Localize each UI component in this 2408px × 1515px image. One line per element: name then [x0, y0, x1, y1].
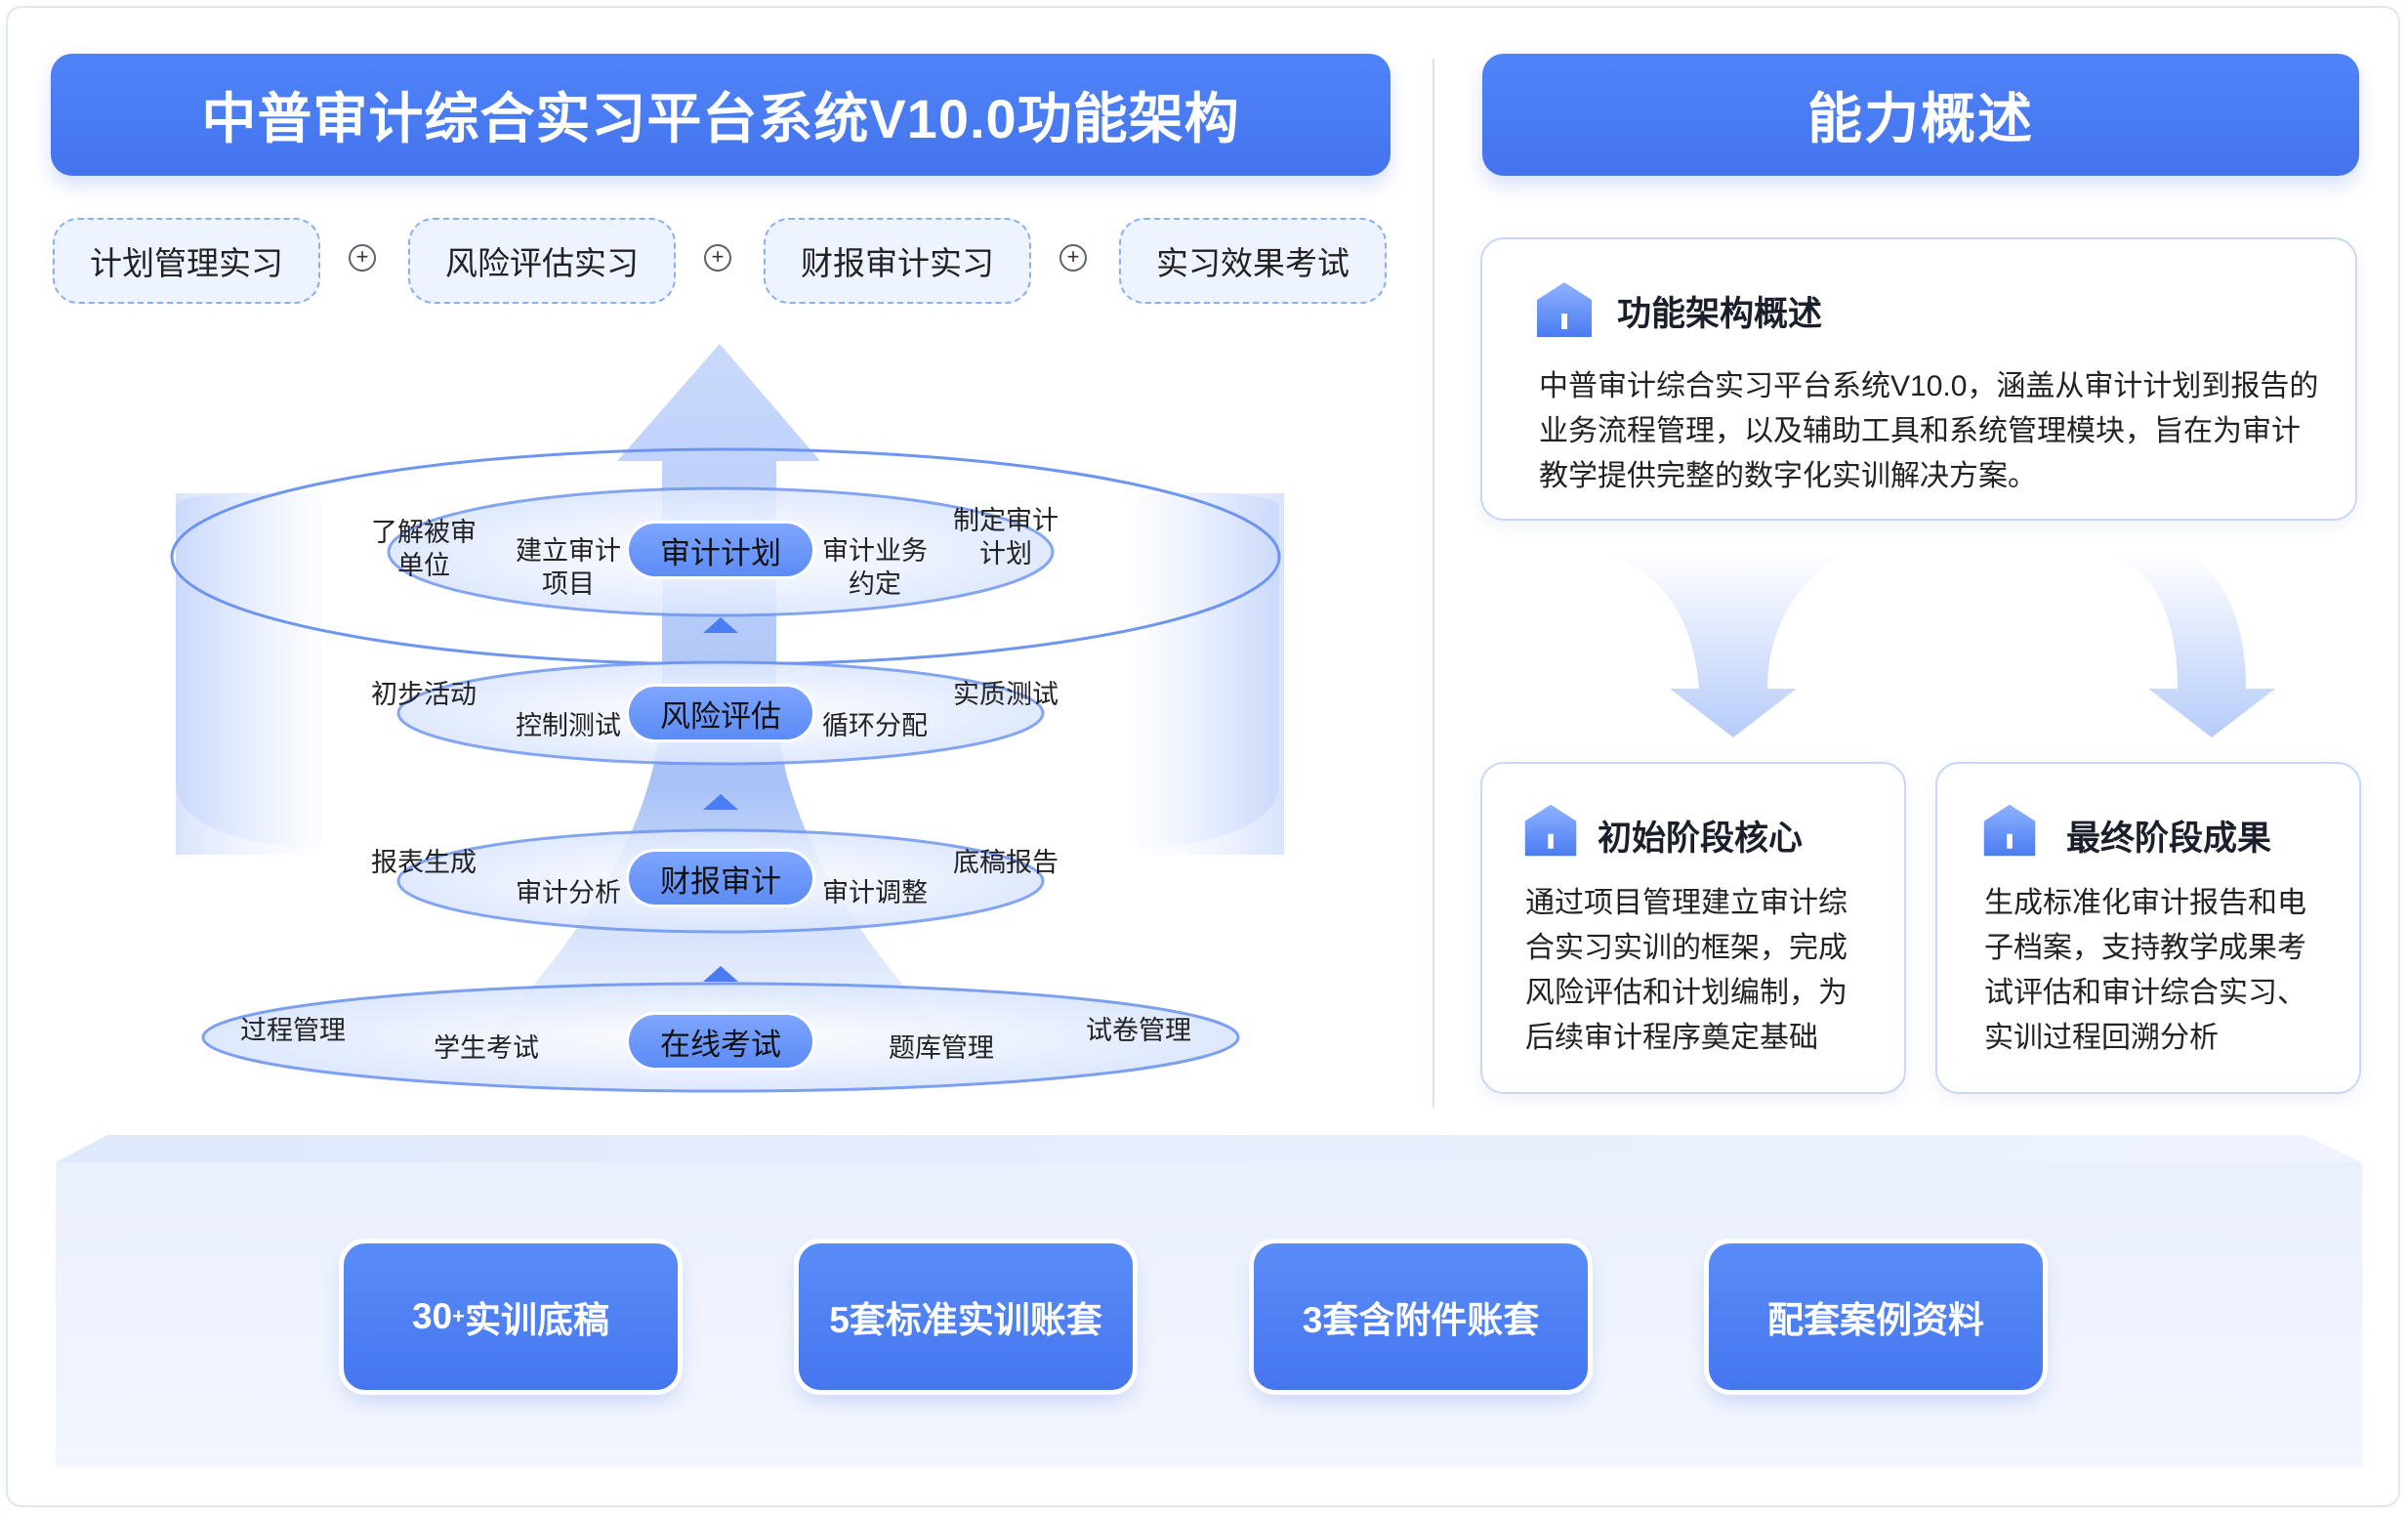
tier-center-risk: 风险评估 — [629, 687, 812, 739]
house-icon — [1537, 282, 1592, 337]
tier-label: 审计调整 — [822, 878, 928, 907]
tier-center-plan: 审计计划 — [629, 524, 812, 576]
plus-icon: + — [1059, 244, 1087, 272]
tier-label: 循环分配 — [822, 711, 928, 740]
curved-arrow-right — [2109, 552, 2275, 737]
tier-label: 审计分析 — [516, 878, 621, 907]
result-card: 最终阶段成果 生成标准化审计报告和电子档案，支持教学成果考试评估和审计综合实习、… — [1935, 762, 2361, 1094]
plus-icon: + — [349, 244, 376, 272]
feature-standard-accounts: 5套标准实训账套 — [799, 1243, 1133, 1390]
cylinder-wall-right — [1138, 493, 1284, 855]
feature-case-materials: 配套案例资料 — [1709, 1243, 2043, 1390]
tier-label: 实质测试 — [953, 680, 1059, 709]
tier-label: 试卷管理 — [1086, 1016, 1191, 1045]
house-icon — [1524, 804, 1577, 857]
overview-title: 能力概述 — [1482, 54, 2359, 176]
result-card-text: 生成标准化审计报告和电子档案，支持教学成果考试评估和审计综合实习、实训过程回溯分… — [1984, 887, 2306, 1054]
tier-label: 报表生成 — [371, 848, 477, 877]
platform-top — [56, 1135, 2362, 1162]
overview-card: 功能架构概述 中普审计综合实习平台系统V10.0，涵盖从审计计划到报告的业务流程… — [1480, 237, 2357, 521]
up-triangle — [703, 794, 738, 810]
flow-arrows — [1592, 552, 2275, 737]
feature-suffix: 实训底稿 — [465, 1300, 609, 1340]
architecture-title: 中普审计综合实习平台系统V10.0功能架构 — [51, 54, 1391, 176]
module-plan: 计划管理实习 — [53, 218, 320, 304]
house-icon — [1983, 804, 2036, 857]
tier-label: 过程管理 — [240, 1016, 346, 1045]
tier-center-exam: 在线考试 — [629, 1015, 812, 1068]
module-exam: 实习效果考试 — [1119, 218, 1387, 304]
module-financial: 财报审计实习 — [764, 218, 1031, 304]
feature-worksheets: 30+实训底稿 — [344, 1243, 678, 1390]
tier-label: 了解被审 单位 — [371, 518, 477, 580]
core-card-text: 通过项目管理建立审计综合实习实训的框架，完成风险评估和计划编制，为后续审计程序奠… — [1525, 887, 1848, 1054]
tier-label: 控制测试 — [516, 711, 621, 740]
module-risk: 风险评估实习 — [408, 218, 676, 304]
up-triangle — [703, 617, 738, 633]
plus-icon: + — [704, 244, 731, 272]
tier-label: 学生考试 — [434, 1033, 539, 1063]
up-triangle — [703, 966, 738, 982]
overview-card-title: 功能架构概述 — [1617, 295, 1823, 333]
cylinder-wall-left — [176, 493, 322, 855]
overview-card-text: 中普审计综合实习平台系统V10.0，涵盖从审计计划到报告的业务流程管理，以及辅助… — [1539, 370, 2319, 492]
tier-label: 初步活动 — [371, 680, 477, 709]
core-card-title: 初始阶段核心 — [1598, 820, 1804, 858]
tier-center-financial: 财报审计 — [629, 852, 812, 905]
feature-plus: + — [452, 1304, 465, 1328]
column-divider — [1432, 59, 1434, 1109]
feature-attachment-accounts: 3套含附件账套 — [1254, 1243, 1588, 1390]
feature-count: 30 — [411, 1296, 453, 1336]
core-card: 初始阶段核心 通过项目管理建立审计综合实习实训的框架，完成风险评估和计划编制，为… — [1480, 762, 1906, 1094]
tier-label: 底稿报告 — [953, 848, 1059, 877]
tier-label: 建立审计 项目 — [516, 536, 621, 599]
curved-arrow-left — [1592, 552, 1846, 737]
tier-label: 审计业务 约定 — [822, 536, 928, 599]
result-card-title: 最终阶段成果 — [2066, 820, 2272, 858]
tier-label: 制定审计 计划 — [953, 506, 1059, 568]
tier-label: 题库管理 — [889, 1033, 994, 1063]
